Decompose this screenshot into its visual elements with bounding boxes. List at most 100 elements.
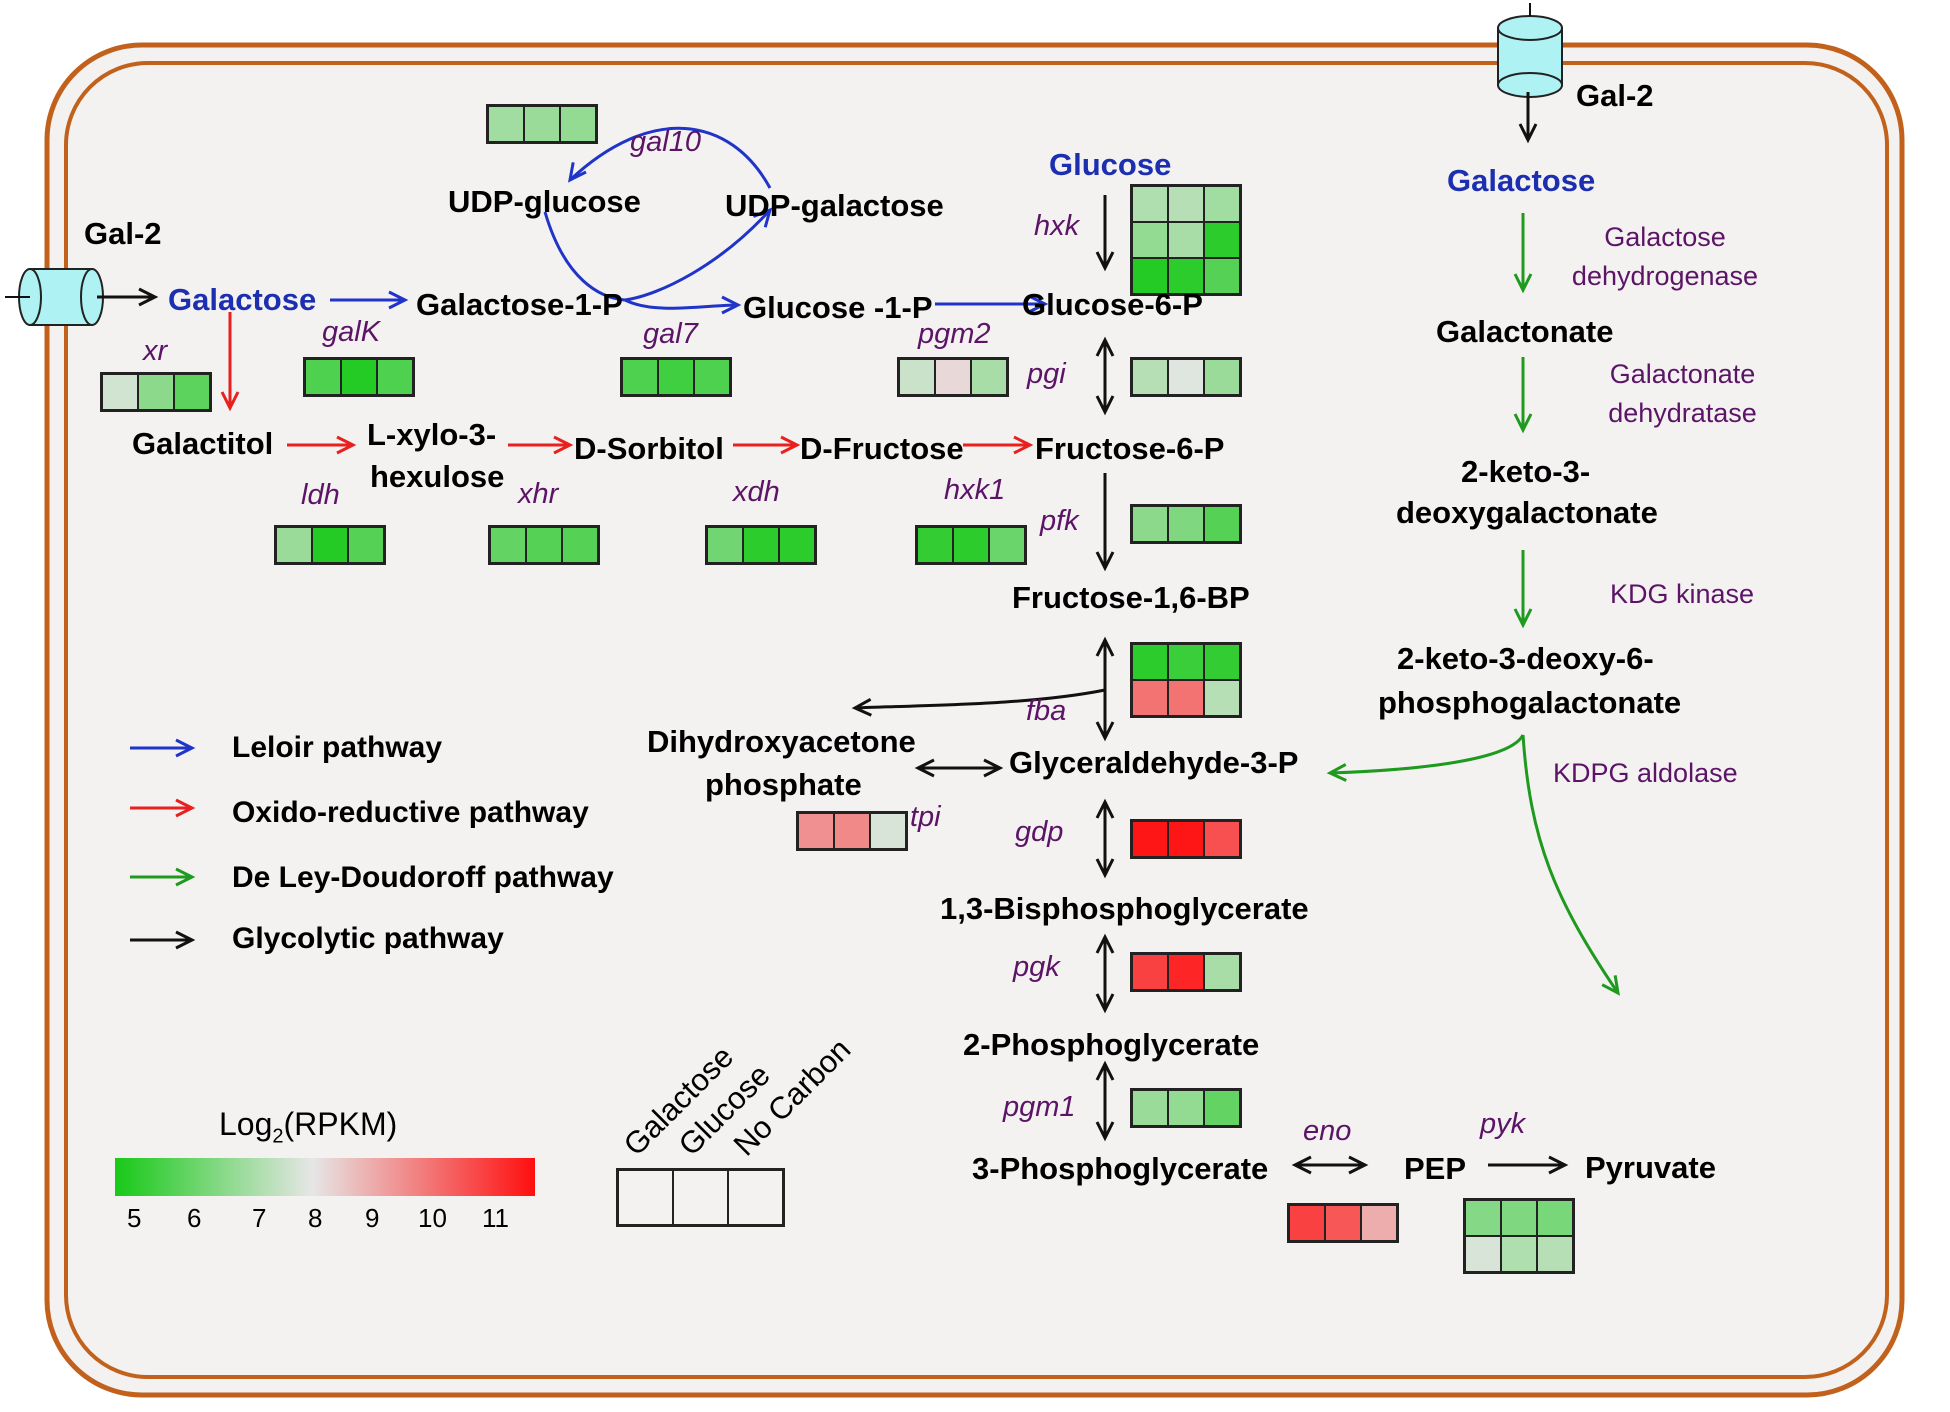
- arrow-dhap-g3p-start-head: [914, 758, 935, 778]
- label-galactonate: Galactonate: [1436, 314, 1614, 349]
- legend-arrow-leloir-head: [175, 738, 196, 758]
- arrow-f16bp-to-g3p-end-head: [1095, 721, 1115, 742]
- gene-eno: eno: [1303, 1115, 1352, 1147]
- condition-legend-box: [616, 1168, 785, 1227]
- legend-arrow-glycolytic-head: [175, 930, 196, 950]
- arrow-udp-glucose-branch: [543, 211, 626, 302]
- arrow-f16bp-to-g3p-start-head: [1095, 636, 1115, 657]
- heatmap-gal10: [486, 104, 598, 144]
- label-lxylo-line2: hexulose: [370, 459, 505, 494]
- heatmap-cell: [1132, 359, 1168, 395]
- arrow-galactitol-to-lxylo-head: [336, 435, 357, 455]
- arrow-sorbitol-to-fructose-head: [780, 435, 801, 455]
- heatmap-cell: [1204, 359, 1240, 395]
- arrow-kdpg-to-pyruvate-head: [1601, 975, 1620, 996]
- heatmap-pgi: [1130, 357, 1242, 397]
- heatmap-cell: [622, 359, 658, 395]
- enzyme-galactose-dehydrogenase: Galactose dehydrogenase: [1571, 222, 1759, 292]
- arrow-f16bp-to-dhap-head: [851, 697, 872, 717]
- heatmap-cell: [1204, 258, 1240, 294]
- arrow-galactose-to-galactitol-head: [220, 391, 240, 412]
- scale-title-sub: 2: [272, 1125, 284, 1148]
- label-pg2: 2-Phosphoglycerate: [963, 1027, 1260, 1062]
- arrow-dhap-g3p-end-head: [983, 758, 1004, 778]
- label-g3p: Glyceraldehyde-3-P: [1009, 745, 1299, 780]
- heatmap-cell: [1132, 186, 1168, 222]
- heatmap-cell: [1168, 821, 1204, 857]
- heatmap-cell: [1537, 1200, 1573, 1236]
- heatmap-gdp: [1130, 819, 1242, 859]
- color-scale-bar: [115, 1158, 535, 1196]
- heatmap-cell: [1132, 506, 1168, 542]
- color-scale-tick: 11: [482, 1203, 509, 1233]
- heatmap-cell: [1204, 680, 1240, 716]
- arrow-pep-to-pyruvate-head: [1548, 1155, 1569, 1175]
- label-udp-glucose: UDP-glucose: [448, 184, 641, 219]
- color-scale-title: Log2(RPKM): [219, 1108, 397, 1146]
- arrow-pg2-pg3-start-head: [1095, 1060, 1115, 1081]
- heatmap-fba: [1130, 642, 1242, 718]
- arrow-kdg-to-kdpg-head: [1513, 608, 1533, 629]
- heatmap-cell: [798, 813, 834, 849]
- heatmap-cell: [971, 359, 1007, 395]
- heatmap-cell: [488, 106, 524, 142]
- gene-fba: fba: [1026, 695, 1067, 727]
- heatmap-cell: [1132, 222, 1168, 258]
- gene-xdh: xdh: [733, 476, 780, 508]
- arrow-f6p-to-f16bp-head: [1095, 551, 1115, 572]
- heatmap-cell: [1501, 1236, 1537, 1272]
- heatmap-hxk: [1130, 184, 1242, 296]
- heatmap-cell: [1537, 1236, 1573, 1272]
- heatmap-cell: [1289, 1205, 1325, 1241]
- arrow-pg2-pg3-end-head: [1095, 1121, 1115, 1142]
- heatmap-galk: [303, 357, 415, 397]
- color-scale-tick: 8: [308, 1203, 323, 1233]
- gene-gal7: gal7: [643, 318, 698, 350]
- scale-title-rest: (RPKM): [283, 1106, 398, 1142]
- legend-label-glycolytic: Glycolytic pathway: [232, 922, 504, 955]
- arrow-glucose-to-g6p-head: [1095, 251, 1115, 272]
- color-scale-tick: 6: [187, 1203, 202, 1233]
- heatmap-cell: [1168, 186, 1204, 222]
- label-glucose-6p: Glucose-6-P: [1022, 287, 1203, 322]
- color-scale-tick: 9: [365, 1203, 380, 1233]
- heatmap-cell: [1168, 258, 1204, 294]
- heatmap-cell: [899, 359, 935, 395]
- heatmap-cell: [1132, 954, 1168, 990]
- heatmap-gal7: [620, 357, 732, 397]
- heatmap-cell: [102, 374, 138, 410]
- arrow-f16bp-to-dhap: [854, 688, 1106, 710]
- gene-xhr: xhr: [518, 478, 559, 510]
- condition-legend-cell: [673, 1170, 728, 1225]
- gene-pfk: pfk: [1040, 505, 1079, 537]
- gene-gal10: gal10: [630, 126, 701, 158]
- heatmap-cell: [743, 527, 779, 563]
- heatmap-cell: [1204, 222, 1240, 258]
- heatmap-cell: [1132, 644, 1168, 680]
- heatmap-cell: [138, 374, 174, 410]
- label-gal2-right: Gal-2: [1576, 78, 1654, 113]
- heatmap-cell: [953, 527, 989, 563]
- gene-pgi: pgi: [1027, 358, 1066, 390]
- label-fructose-6p: Fructose-6-P: [1035, 431, 1225, 466]
- legend-arrow-deley-head: [175, 867, 196, 887]
- heatmap-cell: [341, 359, 377, 395]
- arrow-pg3-pep-end-head: [1348, 1155, 1369, 1175]
- label-kdg-line1: 2-keto-3-: [1461, 454, 1591, 489]
- arrow-gal1p-to-glc1p-head: [721, 295, 742, 315]
- legend-label-deley: De Ley-Doudoroff pathway: [232, 861, 614, 894]
- heatmap-cell: [305, 359, 341, 395]
- heatmap-pgm1: [1130, 1088, 1242, 1128]
- heatmap-pgm2: [897, 357, 1009, 397]
- gene-xr: xr: [143, 335, 168, 367]
- heatmap-cell: [1204, 1090, 1240, 1126]
- label-galactose-left: Galactose: [168, 282, 317, 317]
- heatmap-cell: [1168, 954, 1204, 990]
- heatmap-cell: [1501, 1200, 1537, 1236]
- heatmap-xr: [100, 372, 212, 412]
- arrow-bpg13-pg2-end-head: [1095, 993, 1115, 1014]
- label-glucose-1p: Glucose -1-P: [743, 290, 933, 325]
- arrow-lxylo-to-sorbitol-head: [553, 435, 574, 455]
- gene-pyk: pyk: [1480, 1108, 1526, 1140]
